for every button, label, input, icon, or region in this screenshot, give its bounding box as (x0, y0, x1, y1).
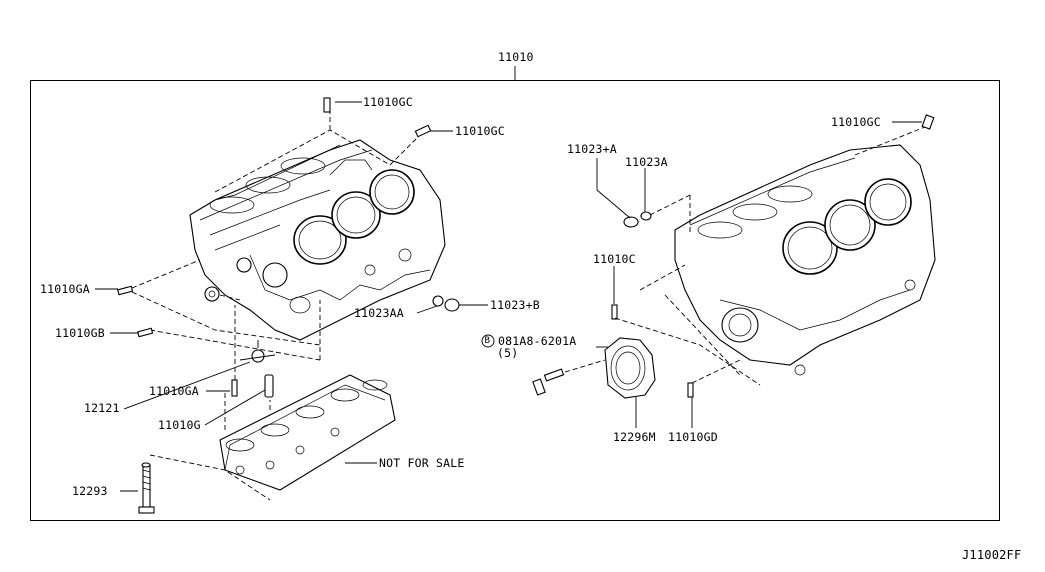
dowel-pin-gc-mid (414, 124, 432, 138)
label-11023-plus-a[interactable]: 11023+A (567, 142, 617, 156)
bolt-081a8-6201a (532, 359, 606, 396)
label-12293[interactable]: 12293 (72, 484, 108, 498)
dowel-pin-gc-right (921, 114, 935, 130)
dowel-pin-gd (687, 382, 694, 398)
left-cylinder-block-illustration (189, 139, 446, 341)
bolt-circled-b-label: B (484, 336, 491, 346)
diagram-code-label: J11002FF (962, 548, 1022, 562)
label-11023aa[interactable]: 11023AA (354, 306, 404, 320)
assembly-frame (30, 80, 1000, 521)
label-bolt-quantity: (5) (497, 346, 519, 360)
dowel-pin-ga-left (117, 285, 134, 296)
plug-11023-plus-b (444, 298, 460, 312)
label-11010gc-mid[interactable]: 11010GC (455, 124, 505, 138)
assembly-number-label[interactable]: 11010 (498, 50, 534, 64)
label-11010gd[interactable]: 11010GD (668, 430, 718, 444)
right-cylinder-block-illustration (674, 144, 936, 376)
dowel-pin-gc-top (323, 97, 331, 113)
rear-oil-seal-retainer (604, 337, 656, 399)
plug-11023a (640, 211, 652, 221)
label-11010c[interactable]: 11010C (593, 252, 636, 266)
main-bearing-cap-illustration (219, 374, 396, 491)
plug-part (204, 286, 220, 302)
label-11023a[interactable]: 11023A (625, 155, 668, 169)
label-11010gc-right[interactable]: 11010GC (831, 115, 881, 129)
label-11010ga-lower[interactable]: 11010GA (149, 384, 199, 398)
oil-jet-12121 (251, 349, 265, 363)
label-11010gb[interactable]: 11010GB (55, 326, 105, 340)
label-12121[interactable]: 12121 (84, 401, 120, 415)
bolt-12293 (138, 462, 155, 514)
label-not-for-sale: NOT FOR SALE (379, 456, 465, 470)
label-11023-plus-b[interactable]: 11023+B (490, 298, 540, 312)
plug-11023-plus-a (623, 216, 639, 228)
label-11010g[interactable]: 11010G (158, 418, 201, 432)
label-081a8-6201a[interactable]: 081A8-6201A (498, 334, 577, 348)
label-11010gc-top[interactable]: 11010GC (363, 95, 413, 109)
dowel-pin-c (611, 304, 618, 320)
dowel-pin-g (264, 374, 274, 398)
dowel-pin-gb (137, 327, 154, 338)
dowel-pin-ga-lower (231, 379, 238, 397)
label-11010ga-left[interactable]: 11010GA (40, 282, 90, 296)
label-12296m[interactable]: 12296M (613, 430, 656, 444)
